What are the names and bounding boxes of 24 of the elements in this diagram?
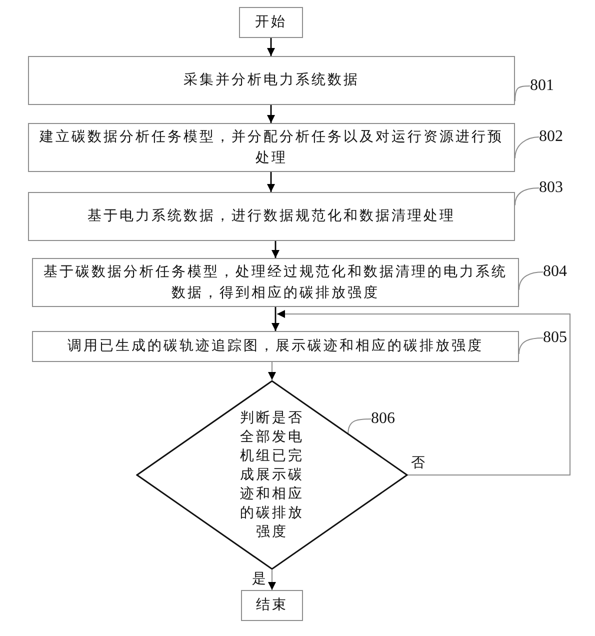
arrow — [268, 570, 276, 590]
reference-number: 805 — [543, 329, 567, 347]
arrow — [267, 105, 275, 123]
terminal-box: 结束 — [241, 590, 303, 621]
reference-number: 803 — [539, 179, 563, 197]
process-box: 基于碳数据分析任务模型，处理经过规范化和数据清理的电力系统数据，得到相应的碳排放强度 — [32, 258, 519, 307]
arrow — [272, 307, 280, 331]
arrow — [267, 172, 275, 192]
process-box: 建立碳数据分析任务模型，并分配分析任务以及对运行资源进行预处理 — [28, 123, 515, 172]
reference-number: 804 — [543, 263, 567, 281]
edge-label: 是 — [251, 571, 267, 587]
process-box: 调用已生成的碳轨迹追踪图，展示碳迹和相应的碳排放强度 — [32, 331, 519, 362]
arrow — [272, 241, 280, 258]
arrow — [268, 362, 276, 380]
reference-number: 801 — [530, 77, 554, 95]
leader-line — [348, 418, 372, 434]
arrow — [267, 38, 275, 56]
terminal-box: 开始 — [239, 7, 303, 38]
reference-number: 806 — [371, 410, 395, 428]
process-box: 采集并分析电力系统数据 — [28, 56, 515, 105]
reference-number: 802 — [539, 128, 563, 146]
arrow — [276, 310, 570, 476]
process-box: 基于电力系统数据，进行数据规范化和数据清理处理 — [28, 192, 515, 241]
edge-label: 否 — [410, 455, 426, 471]
